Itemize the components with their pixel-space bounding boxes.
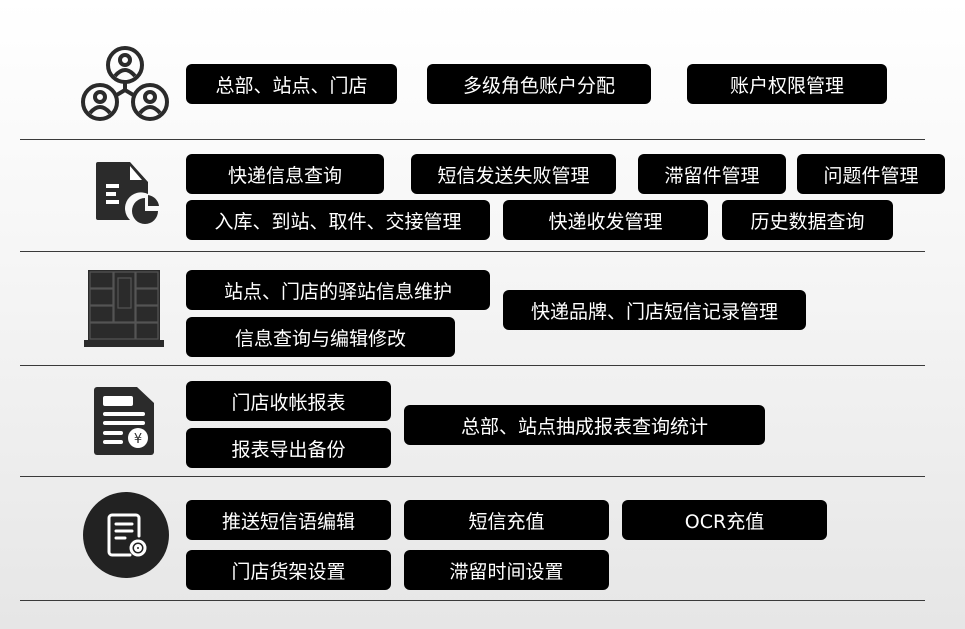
pill-problem-parcel-mgmt[interactable]: 问题件管理 [797,154,945,194]
pill-station-info-maintenance[interactable]: 站点、门店的驿站信息维护 [186,270,490,310]
invoice-yuan-icon: ¥ [94,387,154,455]
pill-stranded-parcel-mgmt[interactable]: 滞留件管理 [638,154,786,194]
pill-commission-report-stats[interactable]: 总部、站点抽成报表查询统计 [404,405,765,445]
pill-info-query-edit[interactable]: 信息查询与编辑修改 [186,317,455,357]
divider [20,139,925,140]
document-chart-icon [96,162,159,224]
pill-stranded-time-settings[interactable]: 滞留时间设置 [404,550,609,590]
pill-multi-role-accounts[interactable]: 多级角色账户分配 [427,64,651,104]
parcel-locker-icon [84,270,164,347]
svg-text:¥: ¥ [134,432,142,447]
pill-inbound-handover-mgmt[interactable]: 入库、到站、取件、交接管理 [186,200,490,240]
divider [20,600,925,601]
pill-shelf-settings[interactable]: 门店货架设置 [186,550,391,590]
pill-send-receive-mgmt[interactable]: 快递收发管理 [503,200,708,240]
pill-report-export-backup[interactable]: 报表导出备份 [186,428,391,468]
multi-user-network-icon [81,46,169,121]
divider [20,365,925,366]
pill-express-info-query[interactable]: 快递信息查询 [186,154,384,194]
divider [20,476,925,477]
document-settings-icon [83,492,169,578]
pill-push-sms-edit[interactable]: 推送短信语编辑 [186,500,391,540]
divider [20,251,925,252]
pill-brand-sms-records[interactable]: 快递品牌、门店短信记录管理 [503,290,806,330]
pill-sms-recharge[interactable]: 短信充值 [404,500,609,540]
pill-sms-failure-mgmt[interactable]: 短信发送失败管理 [411,154,616,194]
pill-history-query[interactable]: 历史数据查询 [722,200,893,240]
pill-store-billing-report[interactable]: 门店收帐报表 [186,381,391,421]
pill-ocr-recharge[interactable]: OCR充值 [622,500,827,540]
pill-hq-station-store[interactable]: 总部、站点、门店 [186,64,397,104]
pill-account-permissions[interactable]: 账户权限管理 [687,64,887,104]
